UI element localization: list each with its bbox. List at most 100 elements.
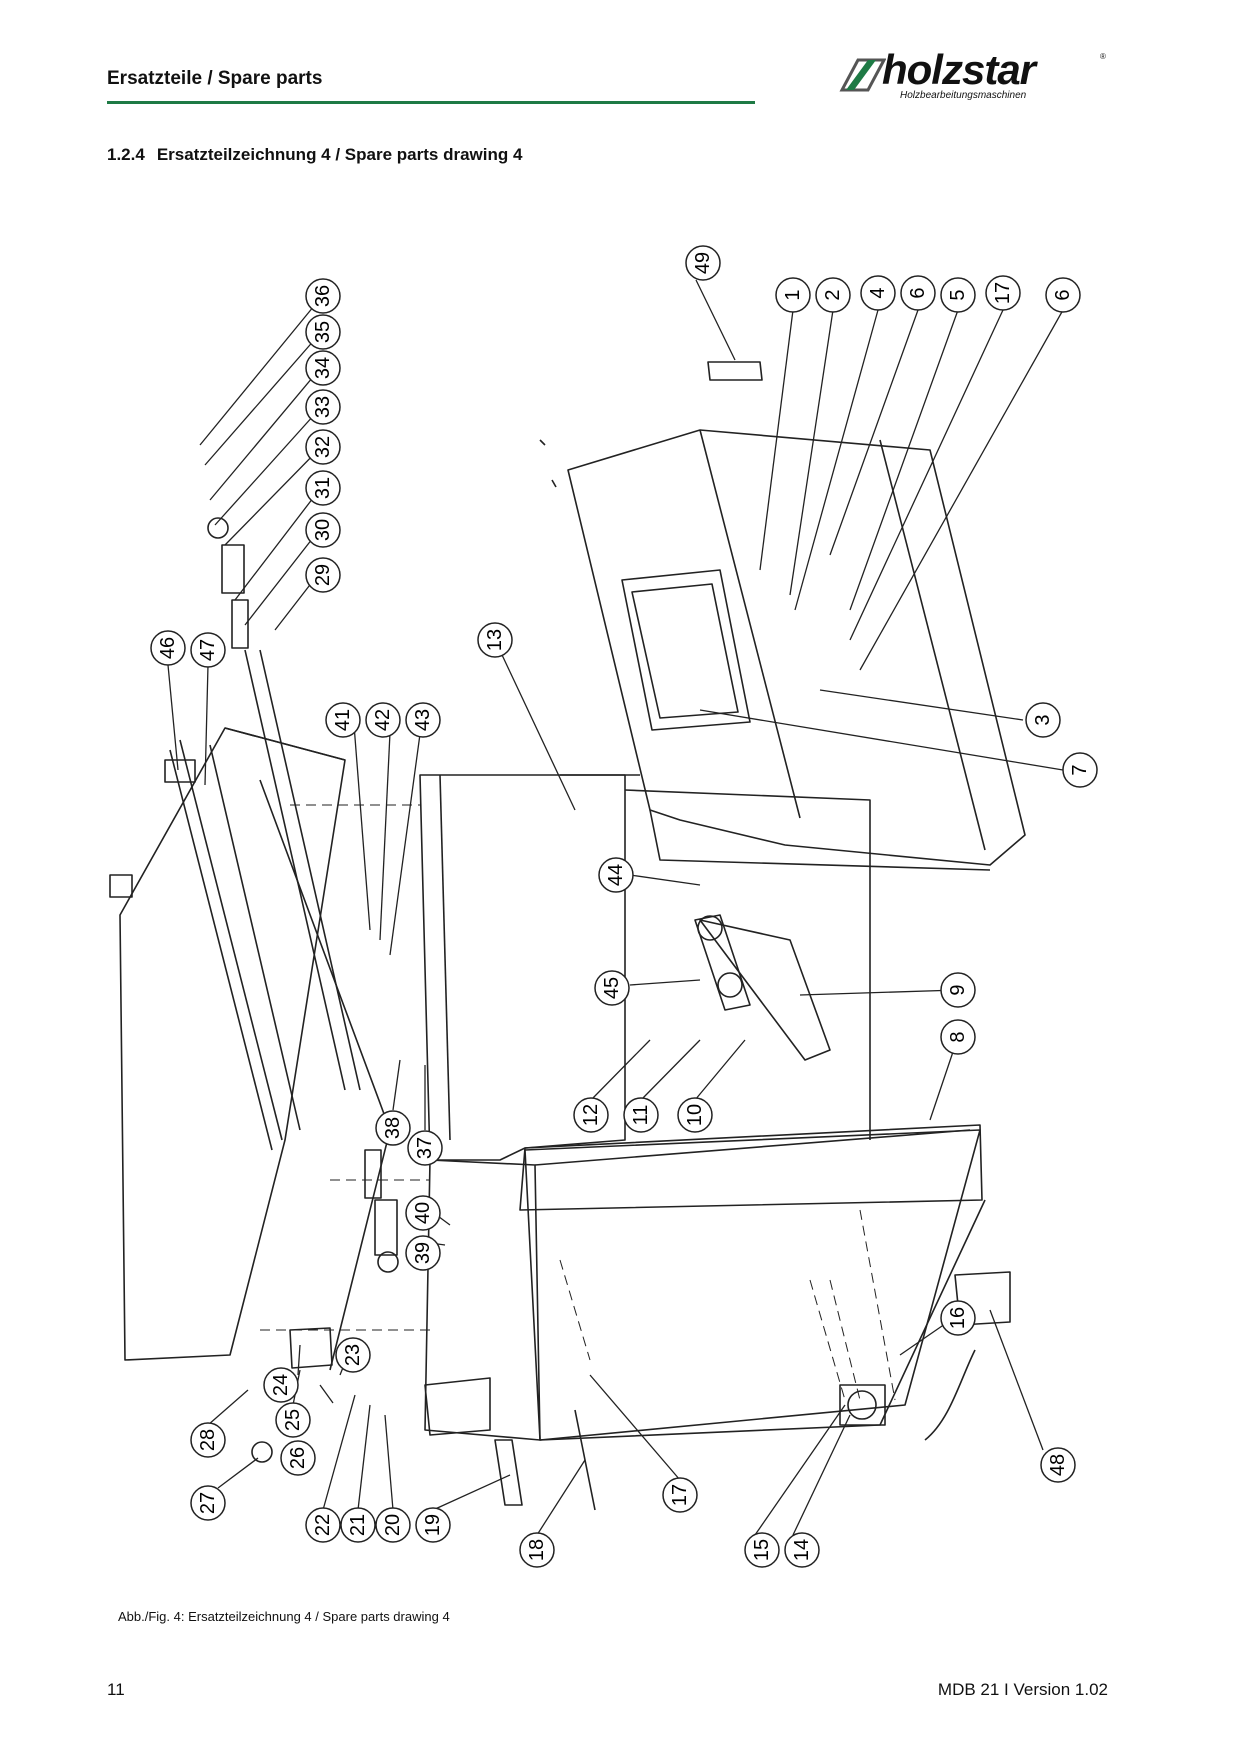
- callout-label: 40: [412, 1202, 434, 1224]
- callout-42: 42: [365, 702, 401, 738]
- callout-22: 22: [305, 1507, 341, 1543]
- callout-label: 17: [669, 1484, 691, 1506]
- callout-label: 7: [1069, 764, 1091, 775]
- logo-wordmark: holzstar: [882, 46, 1036, 93]
- callout-label: 4: [867, 287, 889, 298]
- callout-36: 36: [305, 278, 341, 314]
- callout-label: 12: [580, 1104, 602, 1126]
- callout-13: 13: [477, 622, 513, 658]
- callout-label: 35: [312, 321, 334, 343]
- callout-label: 23: [342, 1344, 364, 1366]
- callout-label: 41: [332, 709, 354, 731]
- callout-30: 30: [305, 512, 341, 548]
- callout-label: 49: [692, 252, 714, 274]
- callout-label: 17: [992, 282, 1014, 304]
- callout-7: 7: [1062, 752, 1098, 788]
- callout-37: 37: [407, 1130, 443, 1166]
- callout-label: 18: [526, 1539, 548, 1561]
- callout-label: 28: [197, 1429, 219, 1451]
- callout-label: 39: [412, 1242, 434, 1264]
- drawing-linework: [109, 361, 1026, 1511]
- callout-48: 48: [1040, 1447, 1076, 1483]
- callout-label: 8: [947, 1031, 969, 1042]
- callout-label: 6: [1052, 289, 1074, 300]
- callout-label: 48: [1047, 1454, 1069, 1476]
- callout-20: 20: [375, 1507, 411, 1543]
- callout-label: 47: [197, 639, 219, 661]
- callout-label: 11: [630, 1105, 652, 1126]
- callout-label: 16: [947, 1307, 969, 1329]
- callout-12: 12: [573, 1097, 609, 1133]
- callout-9: 9: [940, 972, 976, 1008]
- header-divider: [107, 101, 755, 104]
- callout-29: 29: [305, 557, 341, 593]
- callout-label: 32: [312, 436, 334, 458]
- callout-33: 33: [305, 389, 341, 425]
- callout-3: 3: [1025, 702, 1061, 738]
- callout-1: 1: [775, 277, 811, 313]
- callout-26: 26: [280, 1440, 316, 1476]
- logo-tagline: Holzbearbeitungsmaschinen: [900, 90, 1027, 101]
- brand-logo: holzstar Holzbearbeitungsmaschinen ®: [838, 46, 1108, 104]
- callout-15: 15: [744, 1532, 780, 1568]
- callout-5: 5: [940, 277, 976, 313]
- callout-label: 44: [605, 864, 627, 886]
- callout-label: 21: [347, 1514, 369, 1536]
- document-version: MDB 21 I Version 1.02: [937, 1680, 1108, 1699]
- callout-31: 31: [305, 470, 341, 506]
- logo-mark-icon: [839, 58, 886, 92]
- callout-38: 38: [375, 1110, 411, 1146]
- callout-label: 6: [907, 287, 929, 298]
- callout-6b: 6: [1045, 277, 1081, 313]
- callout-label: 20: [382, 1514, 404, 1536]
- callout-34: 34: [305, 350, 341, 386]
- callout-label: 24: [270, 1374, 292, 1396]
- callout-label: 3: [1032, 714, 1054, 725]
- callout-45: 45: [594, 970, 630, 1006]
- callout-46: 46: [150, 630, 186, 666]
- callout-label: 9: [947, 984, 969, 995]
- callout-label: 13: [484, 629, 506, 651]
- callout-16: 16: [940, 1300, 976, 1336]
- callout-6a: 6: [900, 275, 936, 311]
- callout-19: 19: [415, 1507, 451, 1543]
- callout-label: 19: [422, 1514, 444, 1536]
- callout-43: 43: [405, 702, 441, 738]
- callout-label: 36: [312, 285, 334, 307]
- callout-17b: 17: [662, 1477, 698, 1513]
- callout-41: 41: [325, 702, 361, 738]
- callout-25: 25: [275, 1402, 311, 1438]
- callout-label: 27: [197, 1492, 219, 1514]
- callout-label: 10: [684, 1104, 706, 1126]
- callout-11: 11: [623, 1097, 659, 1133]
- callout-4: 4: [860, 275, 896, 311]
- callout-label: 5: [947, 289, 969, 300]
- callout-35: 35: [305, 314, 341, 350]
- callout-40: 40: [405, 1195, 441, 1231]
- callout-label: 37: [414, 1137, 436, 1159]
- callout-10: 10: [677, 1097, 713, 1133]
- callout-49: 49: [685, 245, 721, 281]
- callout-label: 14: [791, 1539, 813, 1561]
- callout-14: 14: [784, 1532, 820, 1568]
- callout-8: 8: [940, 1019, 976, 1055]
- callout-bubbles: 1 2 3 4 5 6 6 7 8 9 10 11 12 13 14 15 16…: [150, 245, 1098, 1568]
- callout-leaders: [167, 279, 1064, 1536]
- section-title: Ersatzteilzeichnung 4 / Spare parts draw…: [156, 145, 523, 164]
- callout-2: 2: [815, 277, 851, 313]
- callout-23: 23: [335, 1337, 371, 1373]
- callout-28: 28: [190, 1422, 226, 1458]
- callout-label: 26: [287, 1447, 309, 1469]
- callout-47: 47: [190, 632, 226, 668]
- page-number: 11: [107, 1680, 125, 1699]
- section-number: 1.2.4: [107, 145, 145, 164]
- callout-21: 21: [340, 1507, 376, 1543]
- callout-17a: 17: [985, 275, 1021, 311]
- callout-label: 43: [412, 709, 434, 731]
- callout-label: 30: [312, 519, 334, 541]
- callout-label: 34: [312, 357, 334, 379]
- callout-label: 1: [782, 289, 804, 300]
- callout-label: 33: [312, 396, 334, 418]
- callout-label: 25: [282, 1409, 304, 1431]
